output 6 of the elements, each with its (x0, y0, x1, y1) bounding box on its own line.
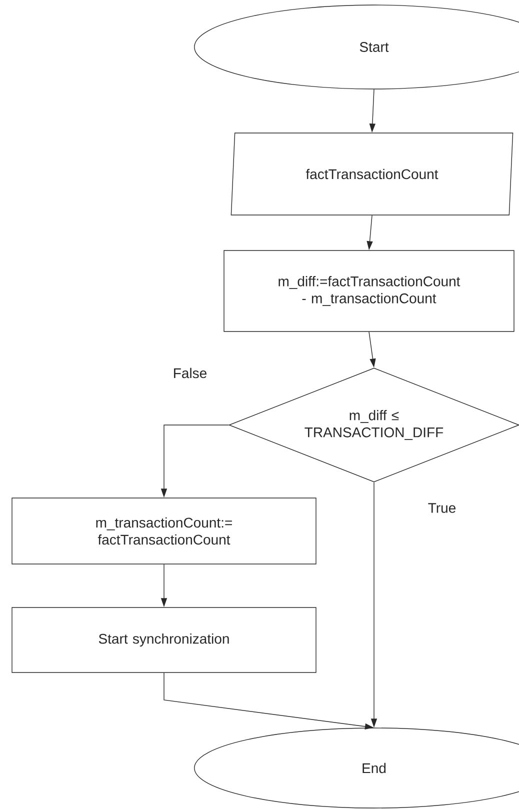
process-box: Start synchronization (12, 607, 316, 673)
process-box: m_diff:=factTransactionCount - m_transactionCount (224, 250, 514, 332)
input-parallelogram: factTransactionCount (230, 132, 514, 216)
edge-label: True (426, 502, 458, 514)
process-box: m_transactionCount:= factTransactionCount (12, 498, 316, 564)
edge-label: False (172, 366, 208, 380)
